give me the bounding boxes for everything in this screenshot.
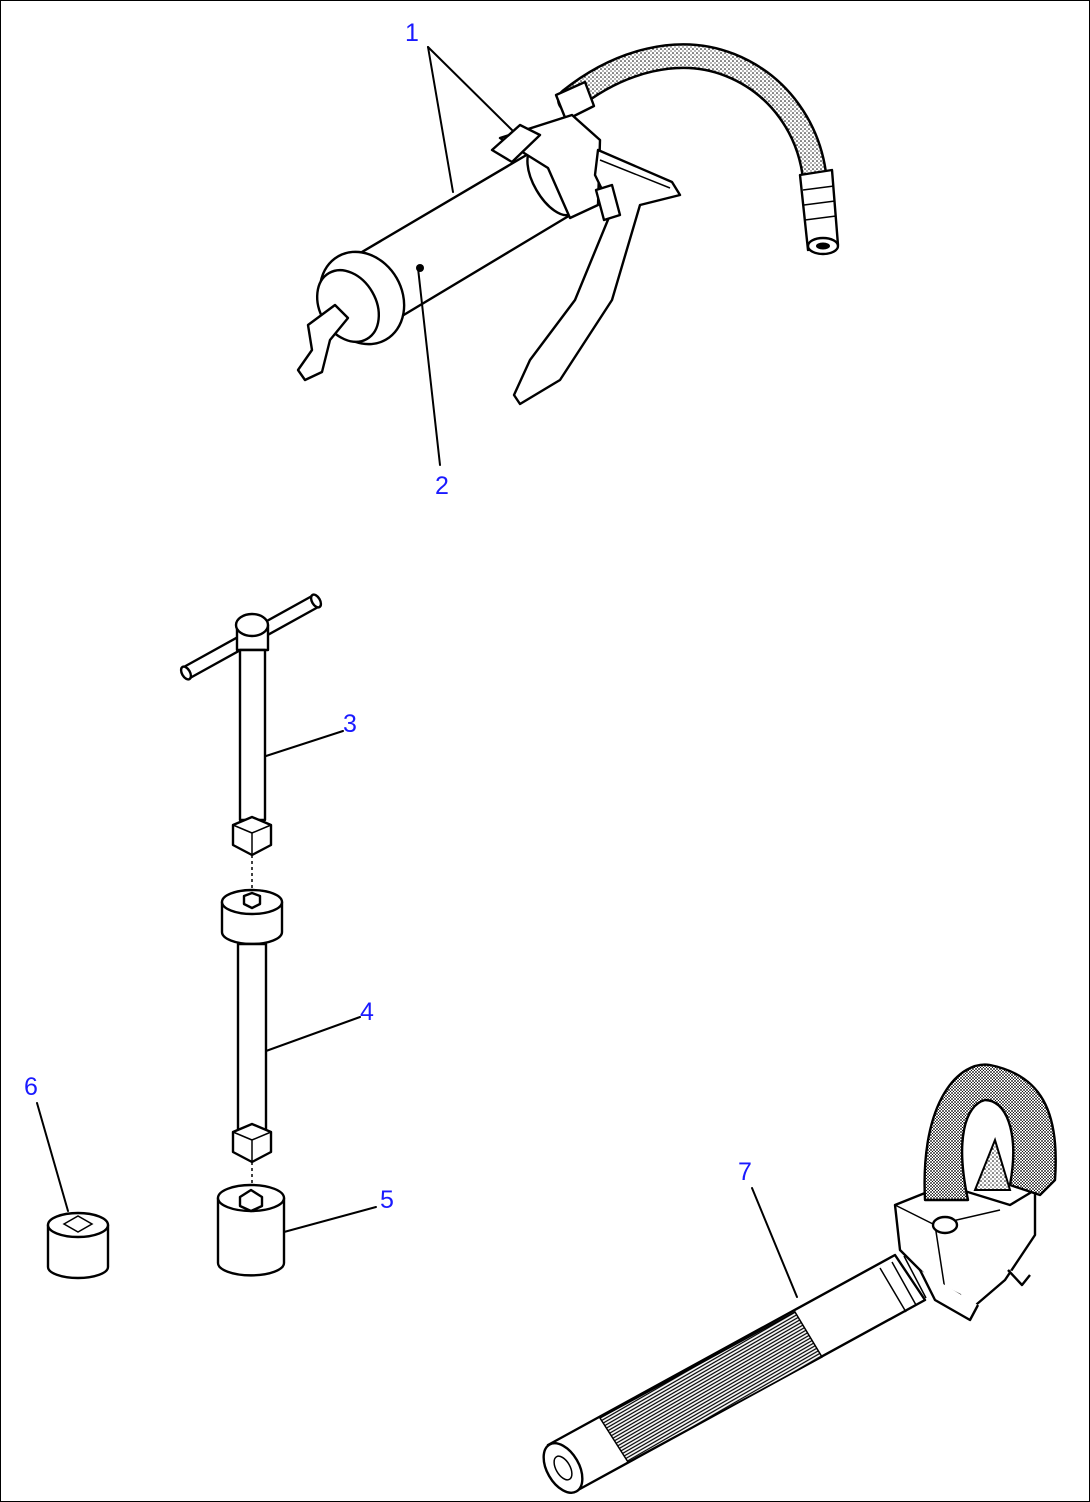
callout-4: 4: [360, 998, 374, 1026]
callout-5: 5: [380, 1186, 394, 1214]
grease-gun-coupler: [798, 168, 840, 256]
grease-gun: [296, 43, 840, 406]
extension-bar: [220, 855, 284, 1164]
leader-4: [265, 1016, 361, 1052]
callout-labels: 1 2 3 4 5 6 7: [24, 19, 752, 1214]
leader-7: [751, 1187, 798, 1298]
leader-3: [265, 730, 344, 757]
t-handle-wrench: [179, 593, 323, 857]
socket-small: [46, 1211, 110, 1280]
socket-large: [216, 1162, 286, 1277]
callout-7: 7: [738, 1158, 752, 1186]
leader-2: [417, 267, 441, 466]
leader-6: [36, 1102, 69, 1212]
eye-bolt: [542, 1063, 1057, 1494]
callout-3: 3: [343, 710, 357, 738]
leader-lines: [36, 46, 798, 1298]
leader-5: [283, 1206, 377, 1233]
callout-2: 2: [435, 472, 449, 500]
callout-6: 6: [24, 1073, 38, 1101]
leader-1a: [427, 46, 513, 131]
leader-1b: [427, 46, 454, 193]
callout-1: 1: [405, 19, 419, 47]
